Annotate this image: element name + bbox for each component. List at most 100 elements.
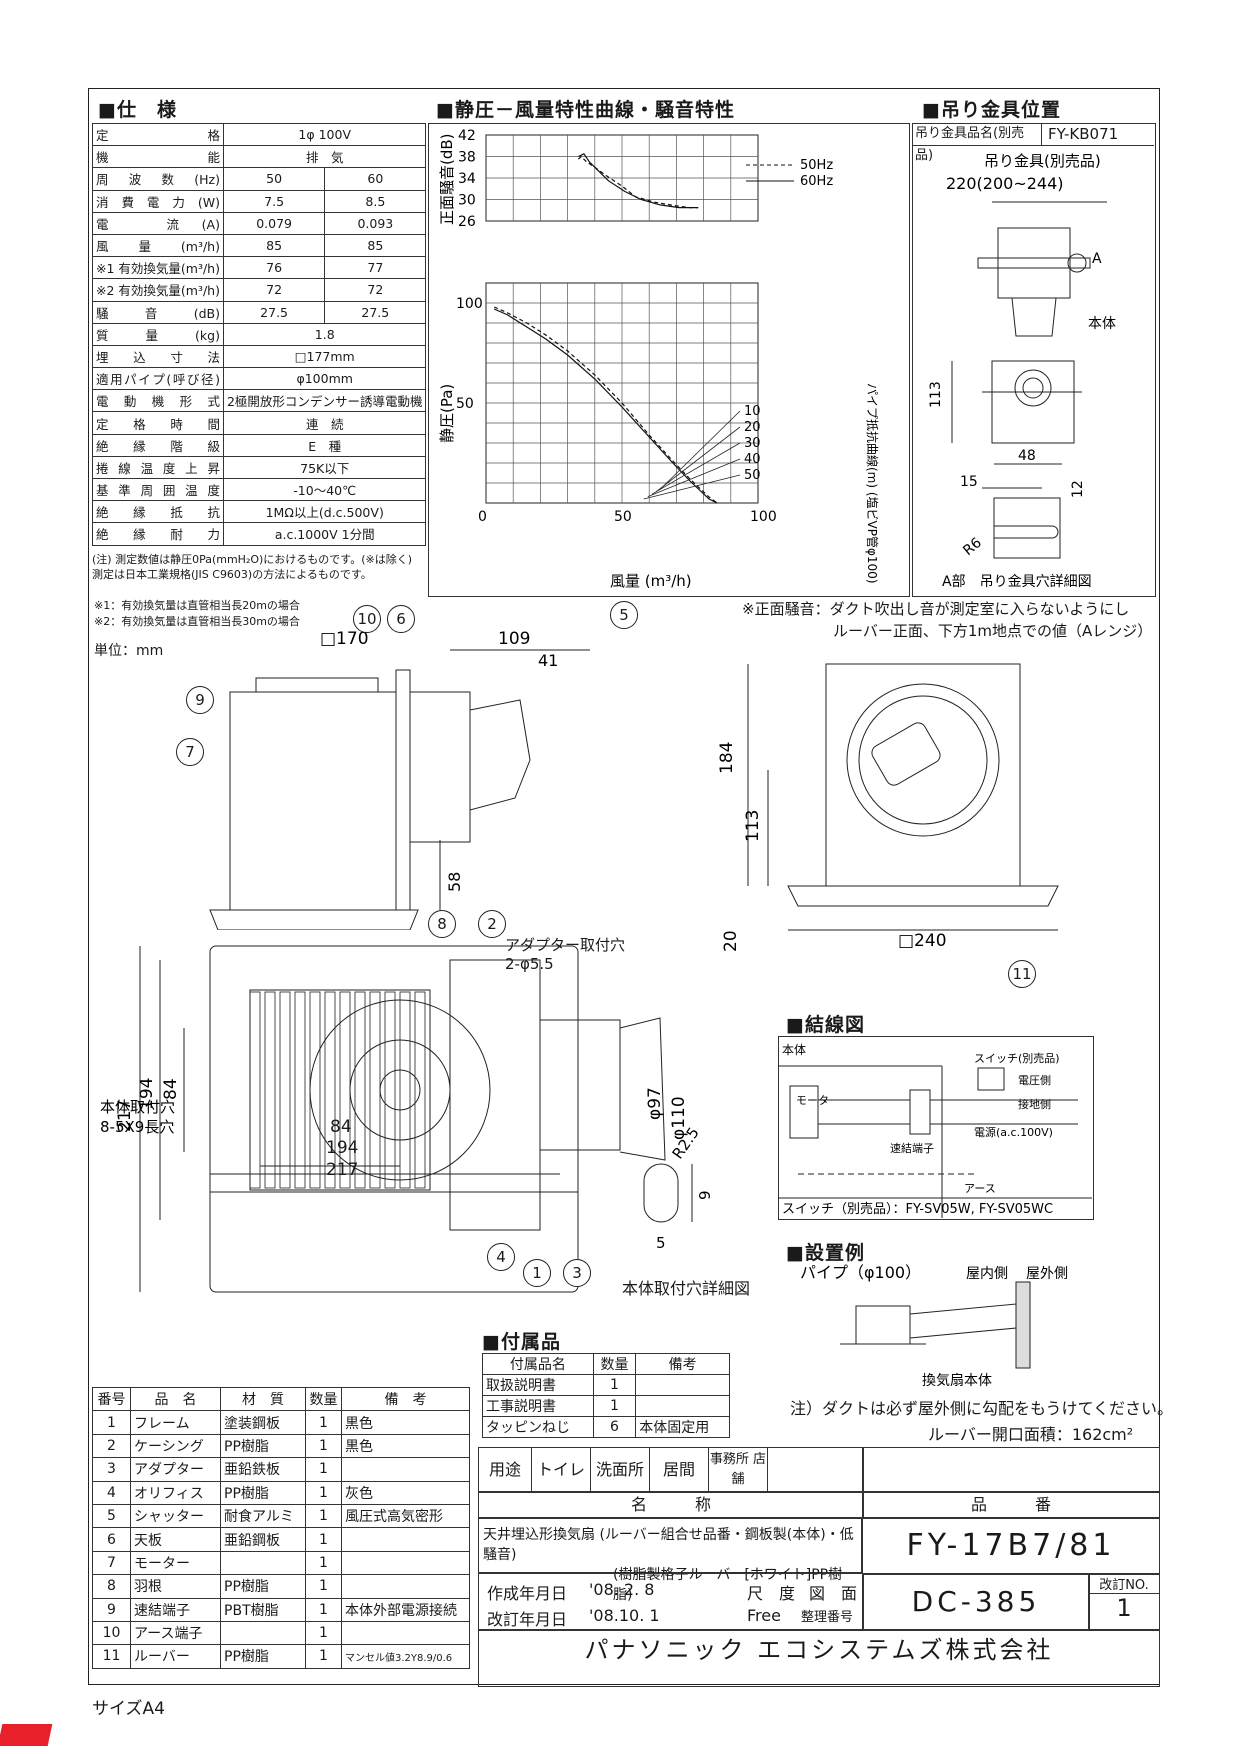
usage-item: 事務所 店舗 [709, 1448, 768, 1492]
spec-row: 基準周囲温度-10～40℃ [92, 477, 427, 502]
pressure-xtick: 50 [614, 509, 632, 525]
resistance-line [659, 410, 741, 490]
callout-4: 4 [487, 1243, 515, 1271]
usage-blank [862, 1447, 1160, 1493]
louver-slat [324, 991, 336, 1189]
callout-9: 9 [186, 686, 214, 714]
legend-60hz: 60Hz [800, 174, 833, 189]
svg-text:φ97: φ97 [645, 1087, 665, 1120]
resistance-label-50: 50 [744, 468, 761, 483]
svg-text:8-5X9長穴: 8-5X9長穴 [100, 1118, 174, 1136]
spec-row: 機 能排 気 [92, 145, 427, 169]
noise-note-1: ※正面騒音：ダクト吹出し音が測定室に入らないようにし [742, 600, 1130, 618]
svg-text:R2.5: R2.5 [669, 1124, 703, 1162]
title-block: 名 称 品 番 天井埋込形換気扇 (ルーバー組合せ品番・鋼板製(本体)・低騒音)… [478, 1491, 1160, 1687]
accessories-header: ■付属品 [482, 1331, 561, 1353]
svg-text:換気扇本体: 換気扇本体 [922, 1373, 992, 1389]
louver-slat [369, 991, 381, 1189]
resistance-line [647, 458, 741, 497]
callout-10: 10 [353, 605, 381, 633]
svg-text:220(200~244): 220(200~244) [946, 174, 1064, 193]
footnote-2: ※2：有効換気量は直管相当長30mの場合 [94, 615, 300, 628]
noise-ytick: 34 [458, 171, 476, 187]
hanger-header: ■吊り金具位置 [922, 99, 1061, 121]
svg-text:58: 58 [445, 872, 464, 892]
paper-size: サイズA4 [92, 1699, 165, 1719]
svg-text:5: 5 [656, 1234, 666, 1252]
dim-194-bottom: 194 [326, 1138, 359, 1158]
svg-text:194: 194 [137, 1078, 157, 1110]
install-header: ■設置例 [786, 1242, 865, 1264]
spec-header: ■仕 様 [98, 99, 177, 121]
pressure-xlabel: 風量 (m³/h) [610, 572, 692, 590]
svg-text:速結端子: 速結端子 [890, 1141, 934, 1155]
callout-3: 3 [563, 1259, 591, 1287]
legend-50hz: 50Hz [800, 158, 833, 173]
spec-note: (注) 測定数値は静圧0Pa(mmH₂O)におけるものです。(※は除く) 測定は… [92, 553, 413, 581]
usage-row: 用途トイレ洗面所居間事務所 店舗 [478, 1447, 864, 1493]
louver-slat [249, 991, 261, 1189]
callout-11: 11 [1008, 960, 1036, 988]
footnote-1: ※1：有効換気量は直管相当長20mの場合 [94, 599, 300, 612]
resistance-label: パイプ抵抗曲線(m) (塩ビVP管φ100) [865, 383, 880, 584]
svg-text:□170: □170 [320, 630, 369, 649]
svg-text:φ110: φ110 [669, 1096, 689, 1140]
pressure-series-50Hz [493, 306, 718, 504]
svg-text:屋外側: 屋外側 [1026, 1266, 1068, 1282]
noise-ytick: 26 [458, 214, 476, 230]
svg-text:パイプ（φ100）: パイプ（φ100） [800, 1263, 921, 1282]
dim-84-bottom: 84 [330, 1117, 352, 1137]
louver-slat [264, 991, 276, 1189]
svg-text:本体: 本体 [1088, 316, 1116, 332]
spec-row: 適用パイプ(呼び径)φ100mm [92, 367, 427, 391]
hanger-diagram: 吊り金具(別売品) 220(200~244) A 本体 113 48 15 12… [928, 152, 1116, 590]
svg-text:41: 41 [538, 651, 558, 670]
svg-text:スイッチ(別売品): スイッチ(別売品) [974, 1052, 1060, 1065]
hole-detail-drawing: R2.5 9 5 [643, 1124, 714, 1252]
svg-text:本体: 本体 [782, 1043, 806, 1057]
usage-item: トイレ [532, 1448, 591, 1492]
svg-text:113: 113 [928, 381, 944, 408]
install-note: 注）ダクトは必ず屋外側に勾配をもうけてください。 [790, 1399, 1174, 1418]
louver-area: ルーバー開口面積：162cm² [928, 1425, 1134, 1444]
product-name-2: (樹脂製格子ルーバー[ホワイト]PP樹脂) [613, 1567, 843, 1603]
chart-box [428, 123, 910, 597]
chart-header: ■静圧－風量特性曲線・騒音特性 [436, 99, 735, 121]
noise-ytick: 38 [458, 150, 476, 166]
hole-detail-caption: 本体取付穴詳細図 [622, 1279, 751, 1298]
louver-slat [399, 991, 411, 1189]
spec-row: 質量(kg)1.8 [92, 322, 427, 346]
resistance-line [643, 474, 741, 500]
brand-mark [0, 1724, 53, 1746]
usage-item: 洗面所 [591, 1448, 650, 1492]
hanger-model-row: 吊り金具品名(別売品) FY-KB071 [912, 123, 1154, 163]
noise-grid [485, 134, 759, 222]
front-view-drawing: 184 113 20 □240 [718, 663, 1059, 952]
svg-text:184: 184 [718, 742, 737, 774]
wiring-header: ■結線図 [786, 1014, 865, 1036]
spec-row: 定格時間連 続 [92, 411, 427, 435]
svg-text:15: 15 [960, 474, 978, 490]
side-view-drawing: □170 109 41 58 [209, 630, 590, 930]
usage-item: 居間 [650, 1448, 709, 1492]
svg-text:A部 吊り金具穴詳細図: A部 吊り金具穴詳細図 [942, 574, 1092, 590]
noise-legend: 50Hz 60Hz [746, 158, 833, 189]
company-name: パナソニック エコシステムズ株式会社 [478, 1629, 1160, 1687]
